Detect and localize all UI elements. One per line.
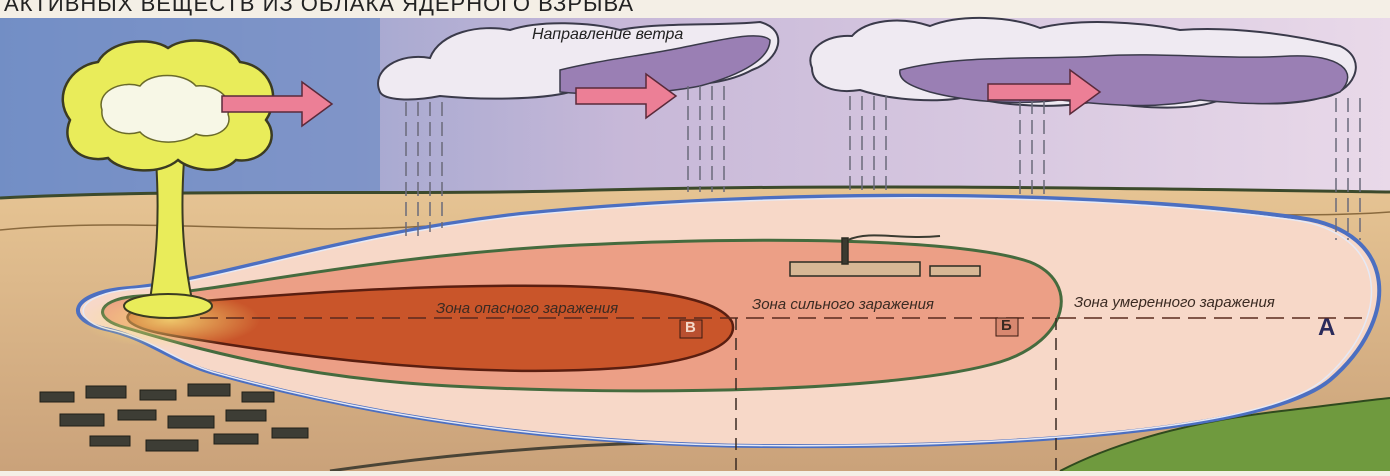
zone-a-label: Зона умеренного заражения [1074, 294, 1275, 311]
zone-v-label: Зона опасного заражения [436, 300, 618, 317]
wind-direction-label: Направление ветра [532, 26, 683, 44]
mushroom-base [124, 294, 212, 318]
zone-b-letter: Б [1001, 317, 1012, 334]
zone-b-label: Зона сильного заражения [752, 296, 934, 313]
zone-a-letter: А [1318, 314, 1335, 342]
cloud-2-shadow [900, 55, 1348, 106]
zone-v-letter: В [685, 319, 696, 336]
page-header-text: АКТИВНЫХ ВЕЩЕСТВ ИЗ ОБЛАКА ЯДЕРНОГО ВЗРЫ… [4, 0, 634, 17]
